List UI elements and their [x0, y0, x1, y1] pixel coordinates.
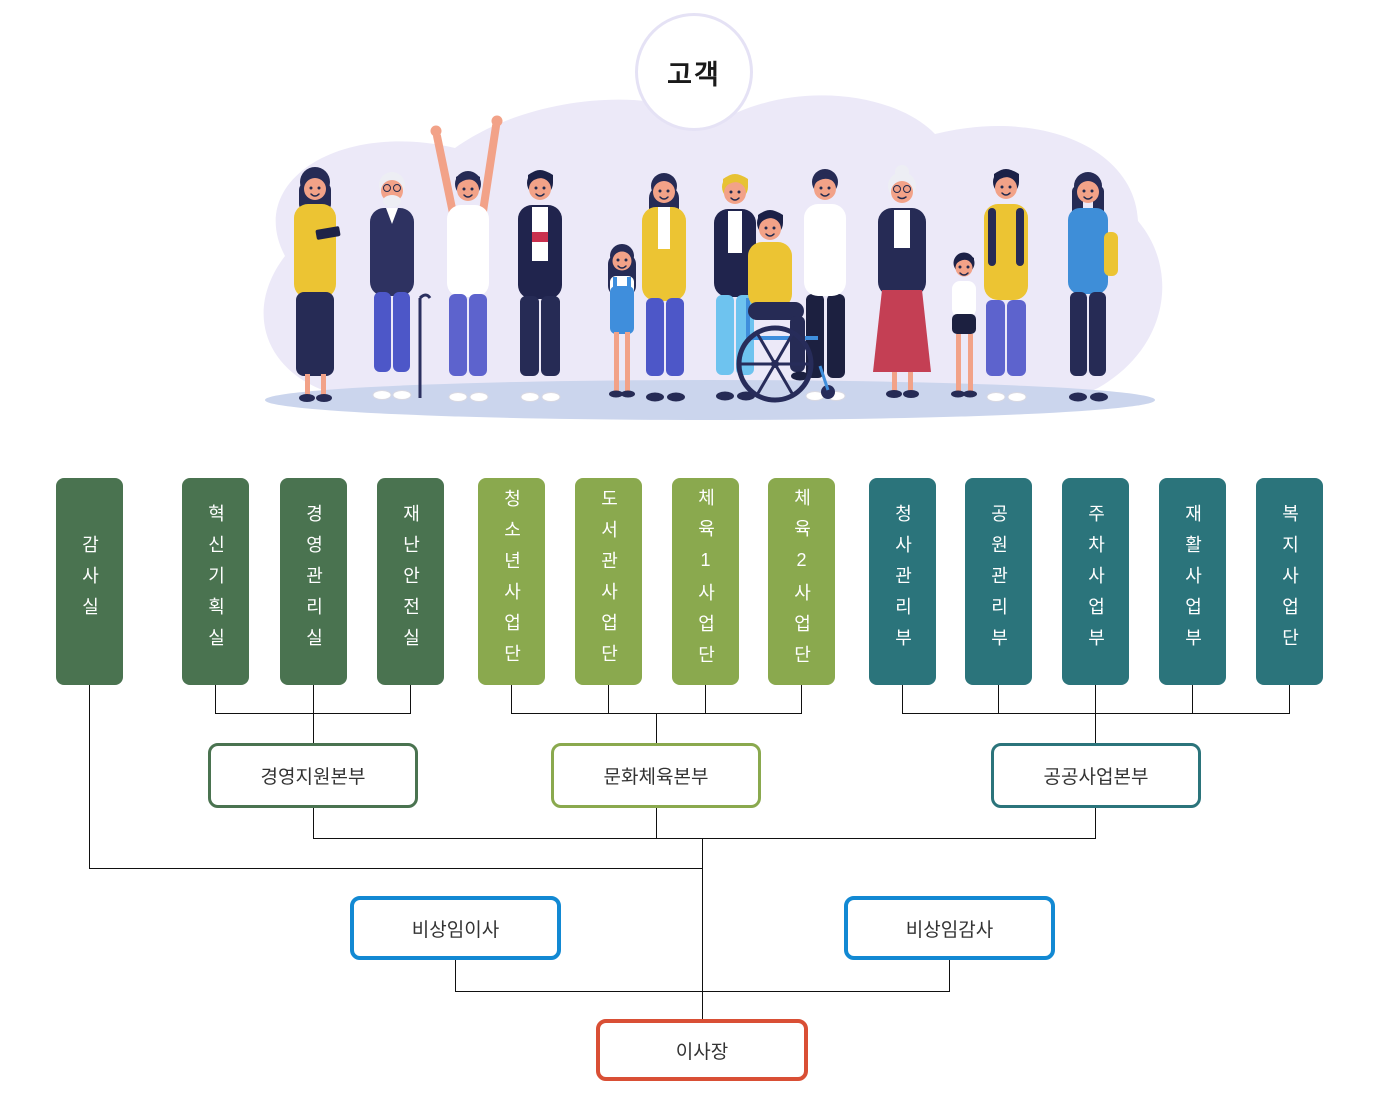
unit-box-sports2-division: 체육2사업단: [768, 478, 835, 685]
unit-label: 주차사업부: [1085, 504, 1106, 659]
connector-line: [89, 685, 90, 868]
connector-line: [656, 808, 657, 838]
division-box-management-support-hq: 경영지원본부: [208, 743, 418, 808]
unit-box-library-division: 도서관사업단: [575, 478, 642, 685]
officer-label: 비상임감사: [905, 919, 994, 941]
unit-box-parking-division: 주차사업부: [1062, 478, 1129, 685]
unit-label: 도서관사업단: [598, 488, 619, 675]
officer-label: 비상임이사: [411, 919, 500, 941]
unit-label: 경영관리실: [303, 504, 324, 659]
unit-label: 감사실: [79, 535, 100, 628]
connector-line: [1095, 713, 1096, 743]
people-illustration: [263, 95, 1163, 420]
division-label: 문화체육본부: [603, 767, 709, 788]
unit-label: 복지사업단: [1279, 504, 1300, 659]
person-man-hoodie: [984, 169, 1028, 402]
unit-label: 재난안전실: [400, 504, 421, 659]
connector-line: [705, 685, 706, 713]
connector-line: [455, 991, 950, 992]
unit-box-park-management: 공원관리부: [965, 478, 1032, 685]
unit-box-management-admin: 경영관리실: [280, 478, 347, 685]
connector-line: [89, 868, 703, 869]
division-box-culture-sports-hq: 문화체육본부: [551, 743, 761, 808]
division-box-public-business-hq: 공공사업본부: [991, 743, 1201, 808]
connector-line: [949, 960, 950, 991]
person-elderly-man: [370, 172, 432, 400]
unit-label: 재활사업부: [1182, 504, 1203, 659]
unit-box-rehab-division: 재활사업부: [1159, 478, 1226, 685]
connector-line: [1095, 808, 1096, 838]
ground-shadow: [265, 380, 1155, 420]
connector-line: [801, 685, 802, 713]
person-elderly-woman: [873, 165, 931, 398]
connector-line: [215, 685, 216, 713]
connector-line: [902, 713, 1290, 714]
unit-box-sports1-division: 체육1사업단: [672, 478, 739, 685]
connector-line: [1192, 685, 1193, 713]
connector-line: [511, 685, 512, 713]
chairman-label: 이사장: [675, 1041, 729, 1063]
unit-box-welfare-division: 복지사업단: [1256, 478, 1323, 685]
person-woman-blue-top: [1068, 172, 1118, 402]
person-blond-man: [714, 174, 756, 401]
connector-line: [702, 838, 703, 1019]
connector-line: [313, 808, 314, 838]
unit-label: 혁신기획실: [205, 504, 226, 659]
division-label: 경영지원본부: [260, 767, 366, 788]
unit-label: 체육1사업단: [695, 487, 716, 676]
chairman-box: 이사장: [596, 1019, 808, 1081]
customer-circle: 고객: [635, 13, 753, 131]
customer-label: 고객: [667, 59, 721, 90]
division-label: 공공사업본부: [1043, 767, 1149, 788]
unit-box-audit-office: 감사실: [56, 478, 123, 685]
officer-box-non-executive-director: 비상임이사: [350, 896, 561, 960]
connector-line: [455, 960, 456, 991]
connector-line: [608, 685, 609, 713]
unit-label: 공원관리부: [988, 504, 1009, 659]
unit-box-building-management: 청사관리부: [869, 478, 936, 685]
connector-line: [656, 713, 657, 743]
unit-label: 청사관리부: [892, 504, 913, 659]
connector-line: [313, 838, 1096, 839]
connector-line: [313, 713, 314, 743]
connector-line: [902, 685, 903, 713]
connector-line: [313, 685, 314, 713]
unit-box-youth-division: 청소년사업단: [478, 478, 545, 685]
unit-label: 체육2사업단: [791, 487, 812, 676]
unit-box-disaster-safety: 재난안전실: [377, 478, 444, 685]
person-man-raised-arms: [430, 115, 503, 402]
unit-label: 청소년사업단: [501, 488, 522, 675]
person-boy: [951, 252, 977, 398]
person-woman-cardigan: [642, 173, 686, 402]
connector-line: [1095, 685, 1096, 713]
person-man-navy-jacket: [518, 170, 562, 402]
connector-line: [998, 685, 999, 713]
connector-line: [410, 685, 411, 713]
officer-box-non-executive-auditor: 비상임감사: [844, 896, 1055, 960]
person-man-wheelchair: [736, 210, 835, 403]
connector-line: [1289, 685, 1290, 713]
unit-box-innovation-planning: 혁신기획실: [182, 478, 249, 685]
person-woman-yellow: [294, 167, 341, 402]
person-girl-overalls: [608, 244, 636, 398]
